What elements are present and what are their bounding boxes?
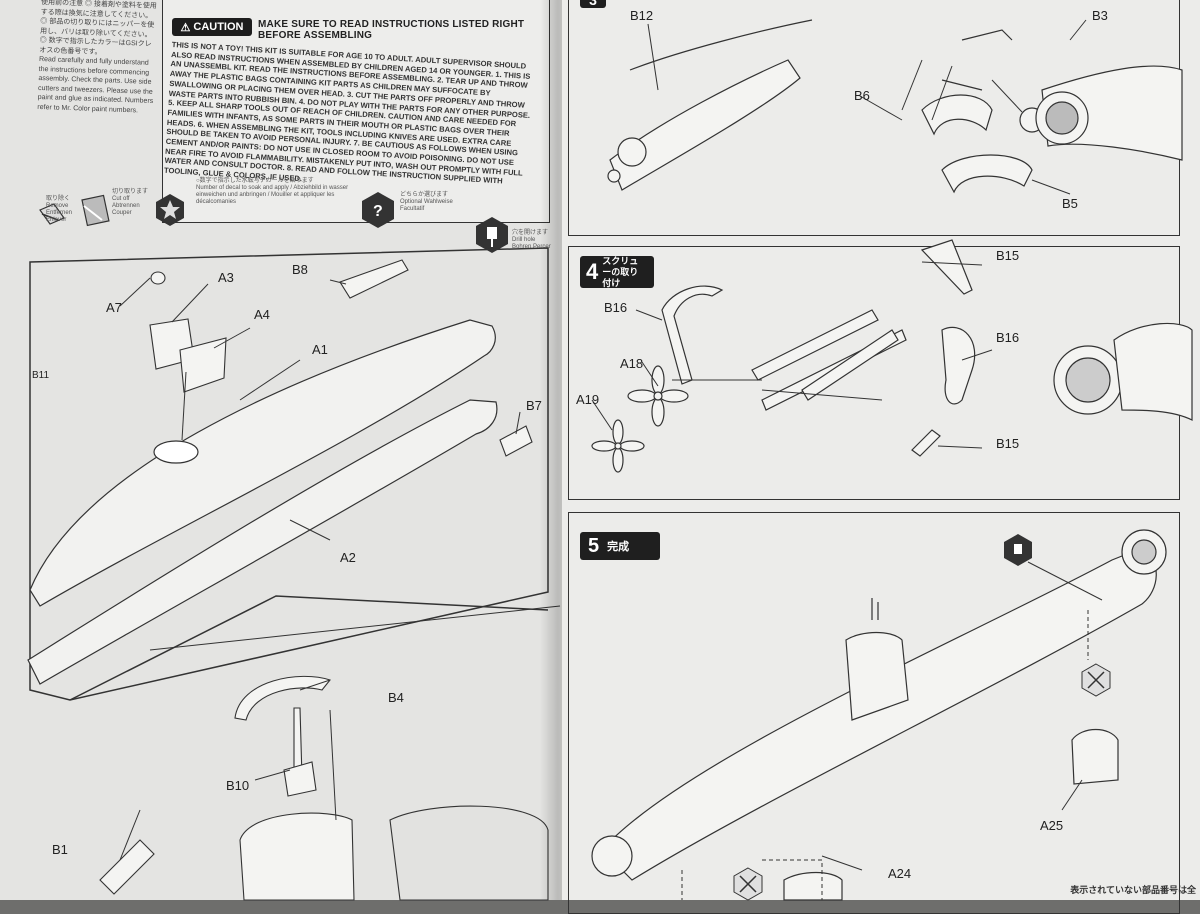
label-B15-bottom: B15 bbox=[996, 436, 1020, 451]
label-B5: B5 bbox=[1062, 196, 1078, 211]
label-B10: B10 bbox=[226, 778, 250, 793]
right-page: 3 4 スクリューの取り付け 5 完成 bbox=[562, 0, 1200, 914]
step4-number: 4 bbox=[586, 259, 599, 284]
label-B1: B1 bbox=[52, 842, 68, 857]
label-B3: B3 bbox=[1092, 8, 1108, 23]
label-B16-left: B16 bbox=[604, 300, 628, 315]
label-A3: A3 bbox=[218, 270, 234, 285]
step5-number: 5 bbox=[588, 534, 600, 557]
right-diagrams bbox=[591, 19, 1193, 901]
label-A24: A24 bbox=[888, 866, 912, 881]
label-B8: B8 bbox=[292, 262, 308, 277]
drill-icon bbox=[1004, 534, 1032, 566]
remove-icon bbox=[39, 203, 65, 225]
label-A1: A1 bbox=[312, 342, 328, 357]
cut-icon bbox=[81, 194, 110, 227]
step5-icons bbox=[733, 534, 1111, 901]
label-A19: A19 bbox=[576, 392, 600, 407]
label-A25: A25 bbox=[1040, 818, 1064, 833]
propellers bbox=[591, 365, 689, 473]
caution-header-label: CAUTION bbox=[193, 21, 244, 33]
step3-drawing bbox=[607, 19, 1183, 194]
step5-title: 完成 bbox=[607, 541, 630, 553]
caution-title: MAKE SURE TO READ INSTRUCTIONS LISTED RI… bbox=[258, 19, 525, 41]
svg-text:?: ? bbox=[373, 203, 383, 220]
step4-title: スクリューの取り付け bbox=[602, 255, 639, 288]
step5-leaders bbox=[681, 561, 1103, 900]
hull-panel-border bbox=[29, 247, 549, 701]
step3-number: 3 bbox=[589, 0, 597, 8]
warning-icon: ⚠ bbox=[180, 21, 191, 34]
step3-badge: 3 bbox=[580, 0, 606, 8]
label-B11: B11 bbox=[32, 370, 50, 381]
label-B15-top: B15 bbox=[996, 248, 1020, 263]
leader-lines bbox=[119, 277, 561, 861]
step4-drawing bbox=[661, 239, 1193, 457]
left-page: 使用前の注意 ◎ 接着剤や塗料を使用する際は換気に注意してください。 ◎ 部品の… bbox=[0, 0, 568, 901]
label-A18: A18 bbox=[620, 356, 644, 371]
label-B6: B6 bbox=[854, 88, 870, 103]
label-B16-right: B16 bbox=[996, 330, 1020, 345]
cut-hex-icon bbox=[733, 867, 763, 901]
step4-leaders bbox=[591, 261, 993, 449]
label-A4: A4 bbox=[254, 307, 270, 322]
drill-icon bbox=[476, 217, 508, 253]
caution-header: ⚠CAUTION bbox=[172, 18, 252, 36]
label-B4: B4 bbox=[388, 690, 404, 705]
optional-icon: ? bbox=[362, 192, 394, 228]
footer-note: 表示されていない部品番号は全 bbox=[1070, 885, 1196, 895]
label-A7: A7 bbox=[106, 300, 122, 315]
symbol-icons: ? bbox=[39, 192, 508, 253]
cut-hex-icon bbox=[1081, 663, 1111, 697]
small-parts bbox=[99, 259, 549, 901]
step3-leaders bbox=[647, 19, 1087, 195]
step5-drawing bbox=[591, 529, 1167, 901]
step4-badge: 4 スクリューの取り付け bbox=[580, 256, 654, 288]
label-B7: B7 bbox=[526, 398, 542, 413]
decal-icon bbox=[156, 194, 184, 226]
step5-badge: 5 完成 bbox=[580, 532, 660, 560]
label-A2: A2 bbox=[340, 550, 356, 565]
caution-box bbox=[162, 0, 550, 223]
left-diagrams bbox=[27, 247, 561, 901]
hull-drawing bbox=[27, 319, 498, 685]
label-B12: B12 bbox=[630, 8, 654, 23]
